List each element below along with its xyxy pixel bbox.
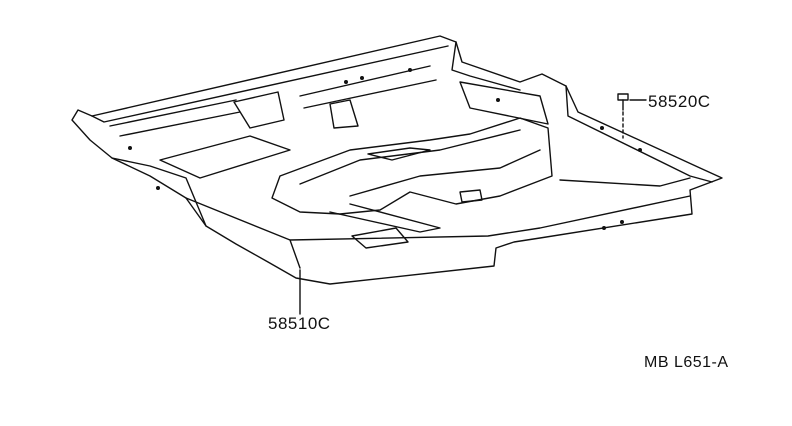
front-rim	[91, 41, 521, 123]
right-rim	[565, 85, 713, 183]
front-bulkhead	[233, 91, 359, 129]
left-skirt	[111, 157, 207, 227]
mounting-holes	[128, 68, 642, 230]
figure-reference-code: MB L651-A	[644, 354, 729, 371]
floor-rib-left	[159, 135, 291, 179]
floor-rib-center	[329, 203, 441, 233]
rear-well	[459, 81, 549, 125]
tunnel-ridge	[299, 129, 541, 197]
bulkhead-folds	[109, 65, 437, 137]
rear-skirt	[185, 195, 691, 269]
tunnel-raised-pad	[367, 147, 431, 161]
callout-58520c: 58520C	[648, 92, 711, 111]
bolt-58520-icon	[617, 93, 629, 111]
callout-58510c: 58510C	[268, 314, 331, 333]
rear-pad	[459, 189, 483, 203]
center-tunnel	[271, 117, 553, 215]
floor-pan-outline	[71, 35, 723, 285]
seat-mount-pad	[351, 227, 409, 249]
floor-rib-right	[559, 177, 691, 187]
